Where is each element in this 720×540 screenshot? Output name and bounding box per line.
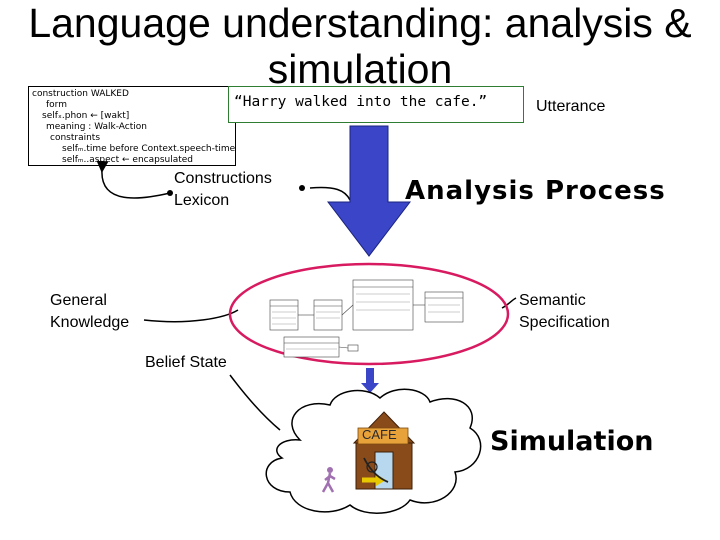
cafe-sign (357, 427, 409, 445)
constructions-text: Constructions (174, 170, 272, 187)
general-text: General (50, 292, 107, 309)
semantic-spec-diagram (269, 279, 464, 358)
analysis-arrow (326, 125, 412, 257)
cafe-sign-label: CAFE (362, 427, 397, 442)
connector-dot (299, 185, 305, 191)
specification-text: Specification (519, 314, 610, 331)
construction-line: constraints (50, 133, 101, 143)
utterance-box (228, 86, 524, 123)
cafe-house-icon (352, 411, 416, 490)
construction-line: selfₘ.time before Context.speech-time (62, 144, 236, 154)
construction-line: construction WALKED (32, 89, 129, 99)
analysis-process-label: Analysis Process (405, 176, 666, 206)
constructions-lexicon-label: Constructions Lexicon (174, 168, 272, 212)
construction-definition-box: construction WALKED form selfₓ.phon ← [w… (28, 86, 236, 166)
semspec-frame (313, 299, 343, 331)
construction-line: selfₘ..aspect ← encapsulated (62, 155, 194, 165)
semspec-frame (424, 291, 464, 323)
utterance-text: “Harry walked into the cafe.” (234, 94, 488, 110)
construction-line: selfₓ.phon ← [wakt] (42, 111, 130, 121)
simulation-label: Simulation (490, 426, 654, 457)
semantic-specification-label: Semantic Specification (519, 290, 610, 334)
construction-line: meaning : Walk-Action (46, 122, 147, 132)
semspec-frame (352, 279, 414, 331)
semspec-frame (269, 299, 299, 331)
general-knowledge-label: General Knowledge (50, 290, 129, 334)
connector-curve (501, 297, 517, 309)
utterance-label: Utterance (536, 98, 606, 115)
walking-figure-icon (321, 467, 336, 493)
path-arrow-icon (362, 457, 389, 486)
connector-curve (309, 186, 351, 201)
semantic-text: Semantic (519, 292, 586, 309)
lexicon-text: Lexicon (174, 192, 230, 209)
semspec-frame (347, 344, 359, 352)
simulation-arrow (361, 368, 379, 393)
page-title: Language understanding: analysis & simul… (28, 0, 692, 92)
semantic-spec-ellipse (228, 262, 510, 366)
semspec-frame (283, 336, 340, 358)
connector-curve (229, 374, 281, 431)
connector-curve (96, 160, 171, 199)
construction-line: form (46, 100, 67, 110)
belief-state-label: Belief State (145, 354, 227, 371)
connector-curve (143, 309, 239, 323)
knowledge-text: Knowledge (50, 314, 130, 331)
connector-dot (167, 190, 173, 196)
